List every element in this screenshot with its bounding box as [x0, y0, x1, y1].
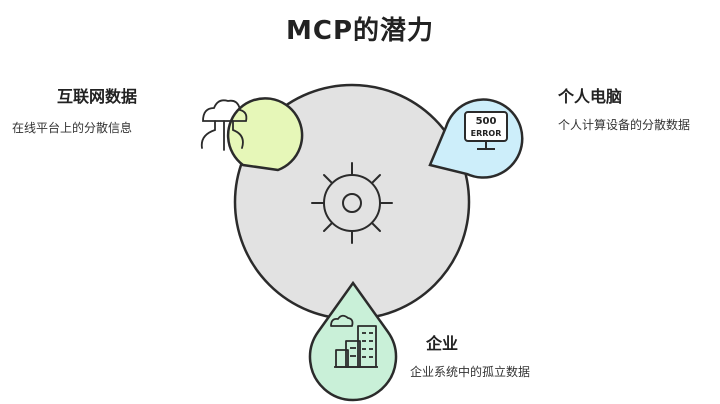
pc-heading: 个人电脑	[558, 87, 623, 106]
enterprise-heading: 企业	[426, 334, 459, 353]
enterprise-description: 企业系统中的孤立数据	[410, 365, 531, 379]
cloud-network-icon	[200, 99, 248, 151]
monitor-text-500: 500	[476, 116, 497, 127]
sun-icon	[311, 162, 393, 244]
internet-heading: 互联网数据	[57, 87, 138, 106]
buildings-icon	[330, 314, 378, 368]
monitor-text-error: ERROR	[471, 129, 502, 138]
page-title: MCP的潜力	[285, 16, 434, 46]
monitor-error-icon: 500 ERROR	[464, 111, 508, 150]
internet-description: 在线平台上的分散信息	[12, 121, 133, 135]
pc-description: 个人计算设备的分散数据	[558, 118, 691, 132]
